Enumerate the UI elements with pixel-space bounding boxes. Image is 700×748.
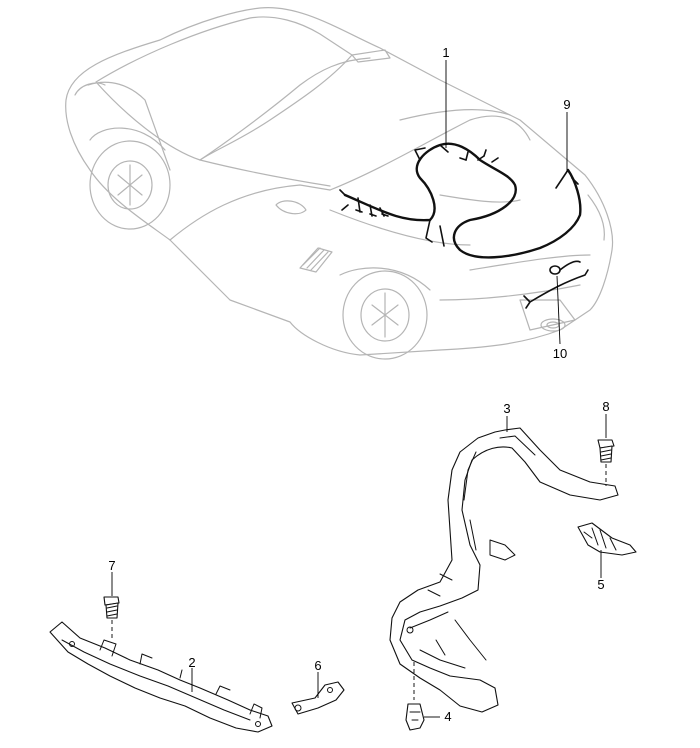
- callout-5: 5: [597, 577, 604, 592]
- part-8-bolt: [597, 439, 615, 486]
- callout-10: 10: [553, 346, 567, 361]
- callout-2: 2: [188, 655, 195, 670]
- part-3-harness-guide: [389, 427, 619, 713]
- part-7-bolt: [103, 596, 120, 640]
- callout-4: 4: [444, 709, 451, 724]
- callout-1: 1: [442, 45, 449, 60]
- callout-9: 9: [563, 97, 570, 112]
- car-outline: [65, 7, 614, 360]
- part-2-bracket: [49, 621, 273, 733]
- callout-3: 3: [503, 401, 510, 416]
- part-4-clip-pin: [405, 662, 425, 731]
- part-5-clip: [577, 522, 637, 556]
- callout-6: 6: [314, 658, 321, 673]
- callout-labels: 1 9 10 3 8 5 4 2 7 6: [108, 45, 609, 724]
- callout-7: 7: [108, 558, 115, 573]
- leader-lines: [111, 60, 607, 718]
- callout-8: 8: [602, 399, 609, 414]
